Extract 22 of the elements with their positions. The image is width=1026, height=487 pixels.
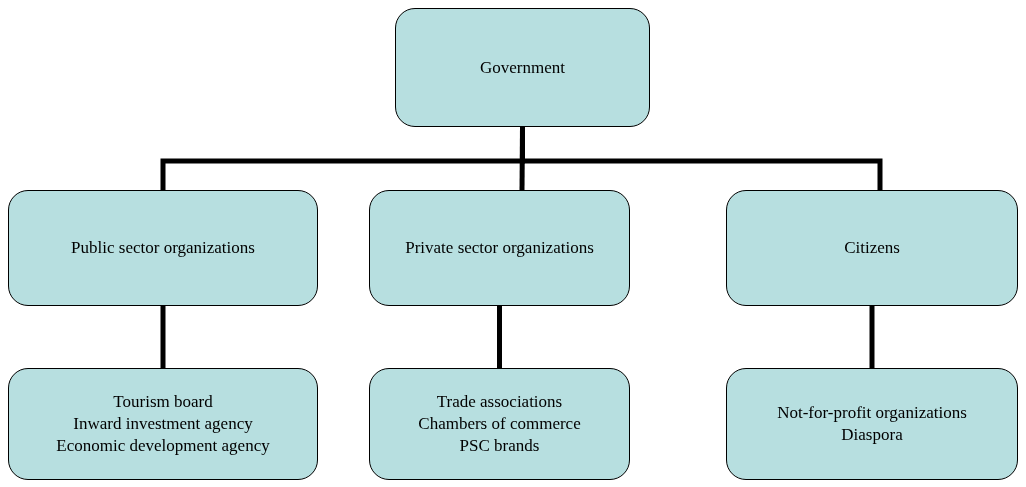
box-label: Private sector organizations (405, 237, 594, 259)
box-label: Not-for-profit organizations (777, 402, 967, 424)
box-label: Public sector organizations (71, 237, 255, 259)
org-box (726, 368, 1018, 480)
org-box (395, 8, 650, 127)
box-label: Trade associations (436, 391, 563, 413)
org-box (369, 190, 630, 306)
org-box (726, 190, 1018, 306)
box-label: Economic development agency (56, 435, 270, 457)
box-label: Inward investment agency (73, 413, 253, 435)
box-label: Chambers of commerce (418, 413, 581, 435)
box-label: Tourism board (113, 391, 213, 413)
org-box (8, 190, 318, 306)
connector-line (497, 306, 502, 368)
connector-line (160, 306, 166, 368)
box-label: Citizens (844, 237, 900, 259)
box-label: PSC brands (459, 435, 540, 457)
org-box (8, 368, 318, 480)
box-label: Diaspora (841, 424, 903, 446)
connector-line (869, 306, 875, 368)
org-box (369, 368, 630, 480)
box-label: Government (480, 56, 565, 79)
